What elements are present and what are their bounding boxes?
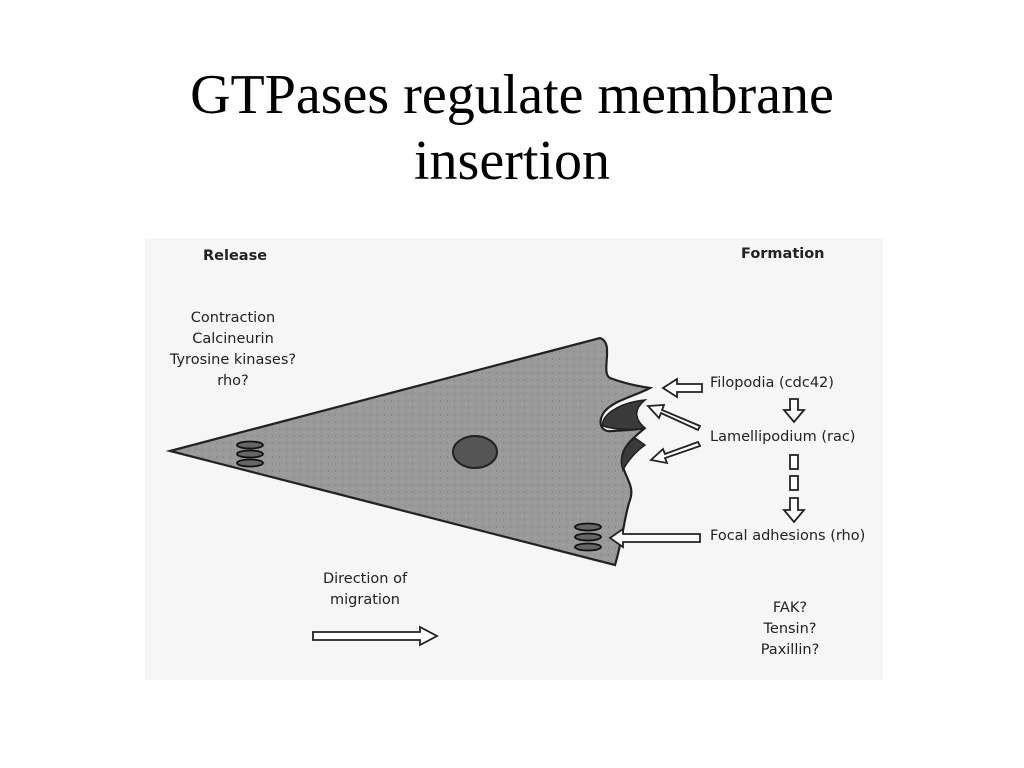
direction-line-2: migration — [330, 592, 400, 608]
cascade-segment-1 — [789, 454, 799, 470]
nucleus — [452, 435, 498, 469]
filopodia-label: Filopodia (cdc42) — [710, 375, 834, 391]
release-heading: Release — [203, 248, 268, 264]
cell-body — [165, 336, 654, 567]
focal-adhesions-label: Focal adhesions (rho) — [710, 528, 866, 544]
lamellipodium-lobe-lower — [620, 437, 647, 472]
adhesion-protein: Paxillin? — [760, 642, 820, 658]
adhesion-protein: Tensin? — [763, 621, 817, 637]
cascade-arrow-1 — [782, 398, 806, 424]
release-factor: Contraction — [190, 310, 276, 326]
direction-of-migration: Direction of migration — [295, 569, 435, 611]
focal-adhesion-arrow — [608, 527, 701, 549]
cascade-arrow-2 — [782, 497, 806, 524]
formation-heading: Formation — [741, 246, 825, 262]
release-factor: rho? — [217, 373, 249, 389]
release-factor: Tyrosine kinases? — [169, 352, 297, 368]
lamellipodium-label: Lamellipodium (rac) — [710, 429, 856, 445]
lamellipodium-arrow-lower — [649, 440, 702, 465]
filopodia-arrow — [661, 377, 703, 399]
lamellipodium-arrow-upper — [646, 404, 702, 432]
slide-title: GTPases regulate membrane insertion — [0, 62, 1024, 194]
direction-line-1: Direction of — [322, 571, 408, 587]
rear-focal-adhesions — [236, 440, 264, 468]
title-line-2: insertion — [414, 130, 610, 192]
lamellipodium-lobe-upper — [601, 399, 648, 431]
front-focal-adhesions — [574, 522, 602, 552]
cell-migration-figure: Release Formation Contraction Calcineuri… — [145, 238, 883, 680]
adhesion-protein: FAK? — [772, 600, 808, 616]
adhesion-proteins: FAK? Tensin? Paxillin? — [735, 598, 845, 661]
cascade-segment-2 — [789, 475, 799, 491]
title-line-1: GTPases regulate membrane — [190, 64, 834, 126]
release-factor: Calcineurin — [192, 331, 274, 347]
release-factors: Contraction Calcineurin Tyrosine kinases… — [153, 308, 313, 392]
cell-diagram — [165, 336, 806, 647]
direction-arrow — [312, 625, 439, 647]
